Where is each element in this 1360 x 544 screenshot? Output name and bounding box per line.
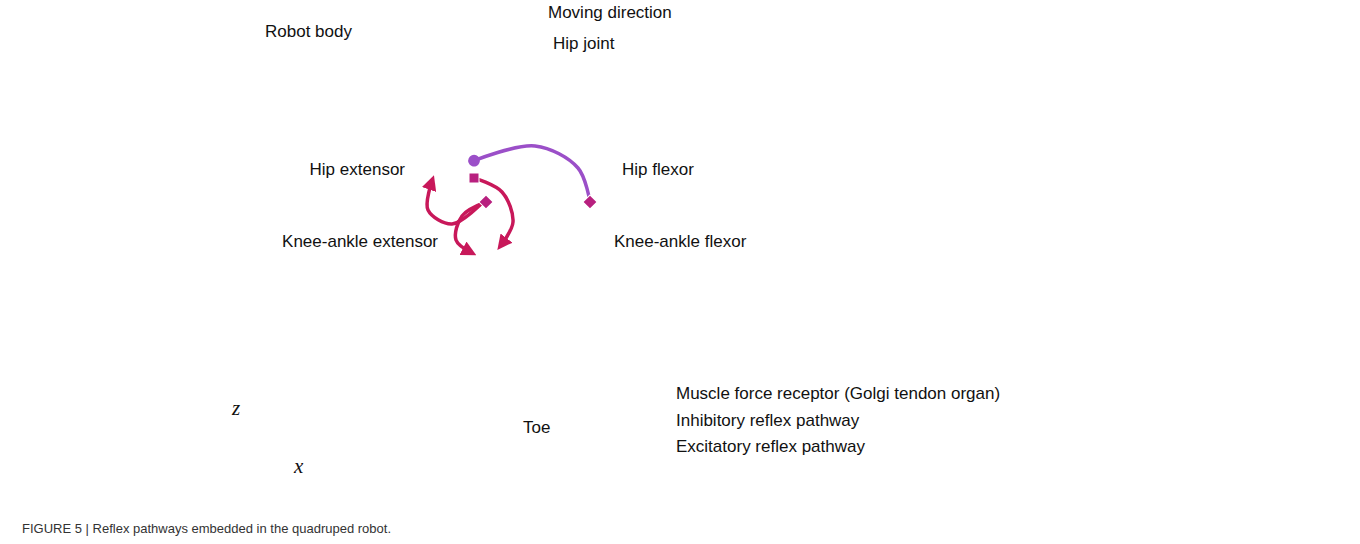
excitatory-pathway [474, 178, 513, 245]
muscle-body [575, 202, 605, 322]
body-label: Robot body [265, 22, 352, 42]
inhibitory-pathway [474, 146, 590, 202]
muscle-label: Hip flexor [622, 160, 694, 180]
muscle-body [547, 95, 625, 187]
muscle-outline [575, 202, 605, 322]
excitatory-pathway [427, 181, 483, 224]
axes [235, 424, 288, 475]
muscle-shape: Hip flexor [556, 102, 616, 180]
legend-label: Muscle force receptor (Golgi tendon orga… [676, 384, 1000, 404]
legend-label: Inhibitory reflex pathway [676, 411, 859, 431]
axis-label: z [232, 398, 240, 418]
receptor-diamond [479, 195, 493, 209]
legend-label: Excitatory reflex pathway [676, 437, 865, 457]
muscle-outline [414, 103, 474, 181]
muscle-label: Knee-ankle extensor [282, 232, 438, 252]
muscle-body [471, 202, 501, 322]
legend-samples [636, 387, 670, 454]
hip-joint-symbol [495, 31, 525, 61]
body-outline [258, 48, 1092, 120]
muscle-shape: Hip extensor [414, 103, 474, 181]
muscle-outline [556, 102, 616, 180]
leg-ghost [371, 23, 539, 426]
excitatory-pathway [455, 202, 486, 252]
tendon-arc [436, 168, 584, 184]
muscle-shape: Knee-ankle flexor [575, 202, 605, 322]
direction-label: Moving direction [548, 3, 672, 23]
body-shape [259, 49, 1094, 119]
receptor-square [469, 173, 479, 183]
robot-body: Robot body [258, 48, 1092, 120]
muscle-outline [471, 202, 501, 322]
figure-caption: FIGURE 5 | Reflex pathways embedded in t… [22, 519, 391, 539]
muscle-body [405, 96, 483, 188]
part-label: Toe [523, 418, 550, 438]
figure-frame [10, 0, 1350, 512]
joint-label: Hip joint [553, 34, 614, 54]
muscle-label: Hip extensor [310, 160, 405, 180]
receptor-diamond [583, 195, 597, 209]
moving-arrow [545, 24, 714, 36]
muscle-shape: Knee-ankle extensor [471, 202, 501, 322]
axis-label: x [294, 456, 303, 476]
muscle-label: Knee-ankle flexor [614, 232, 746, 252]
